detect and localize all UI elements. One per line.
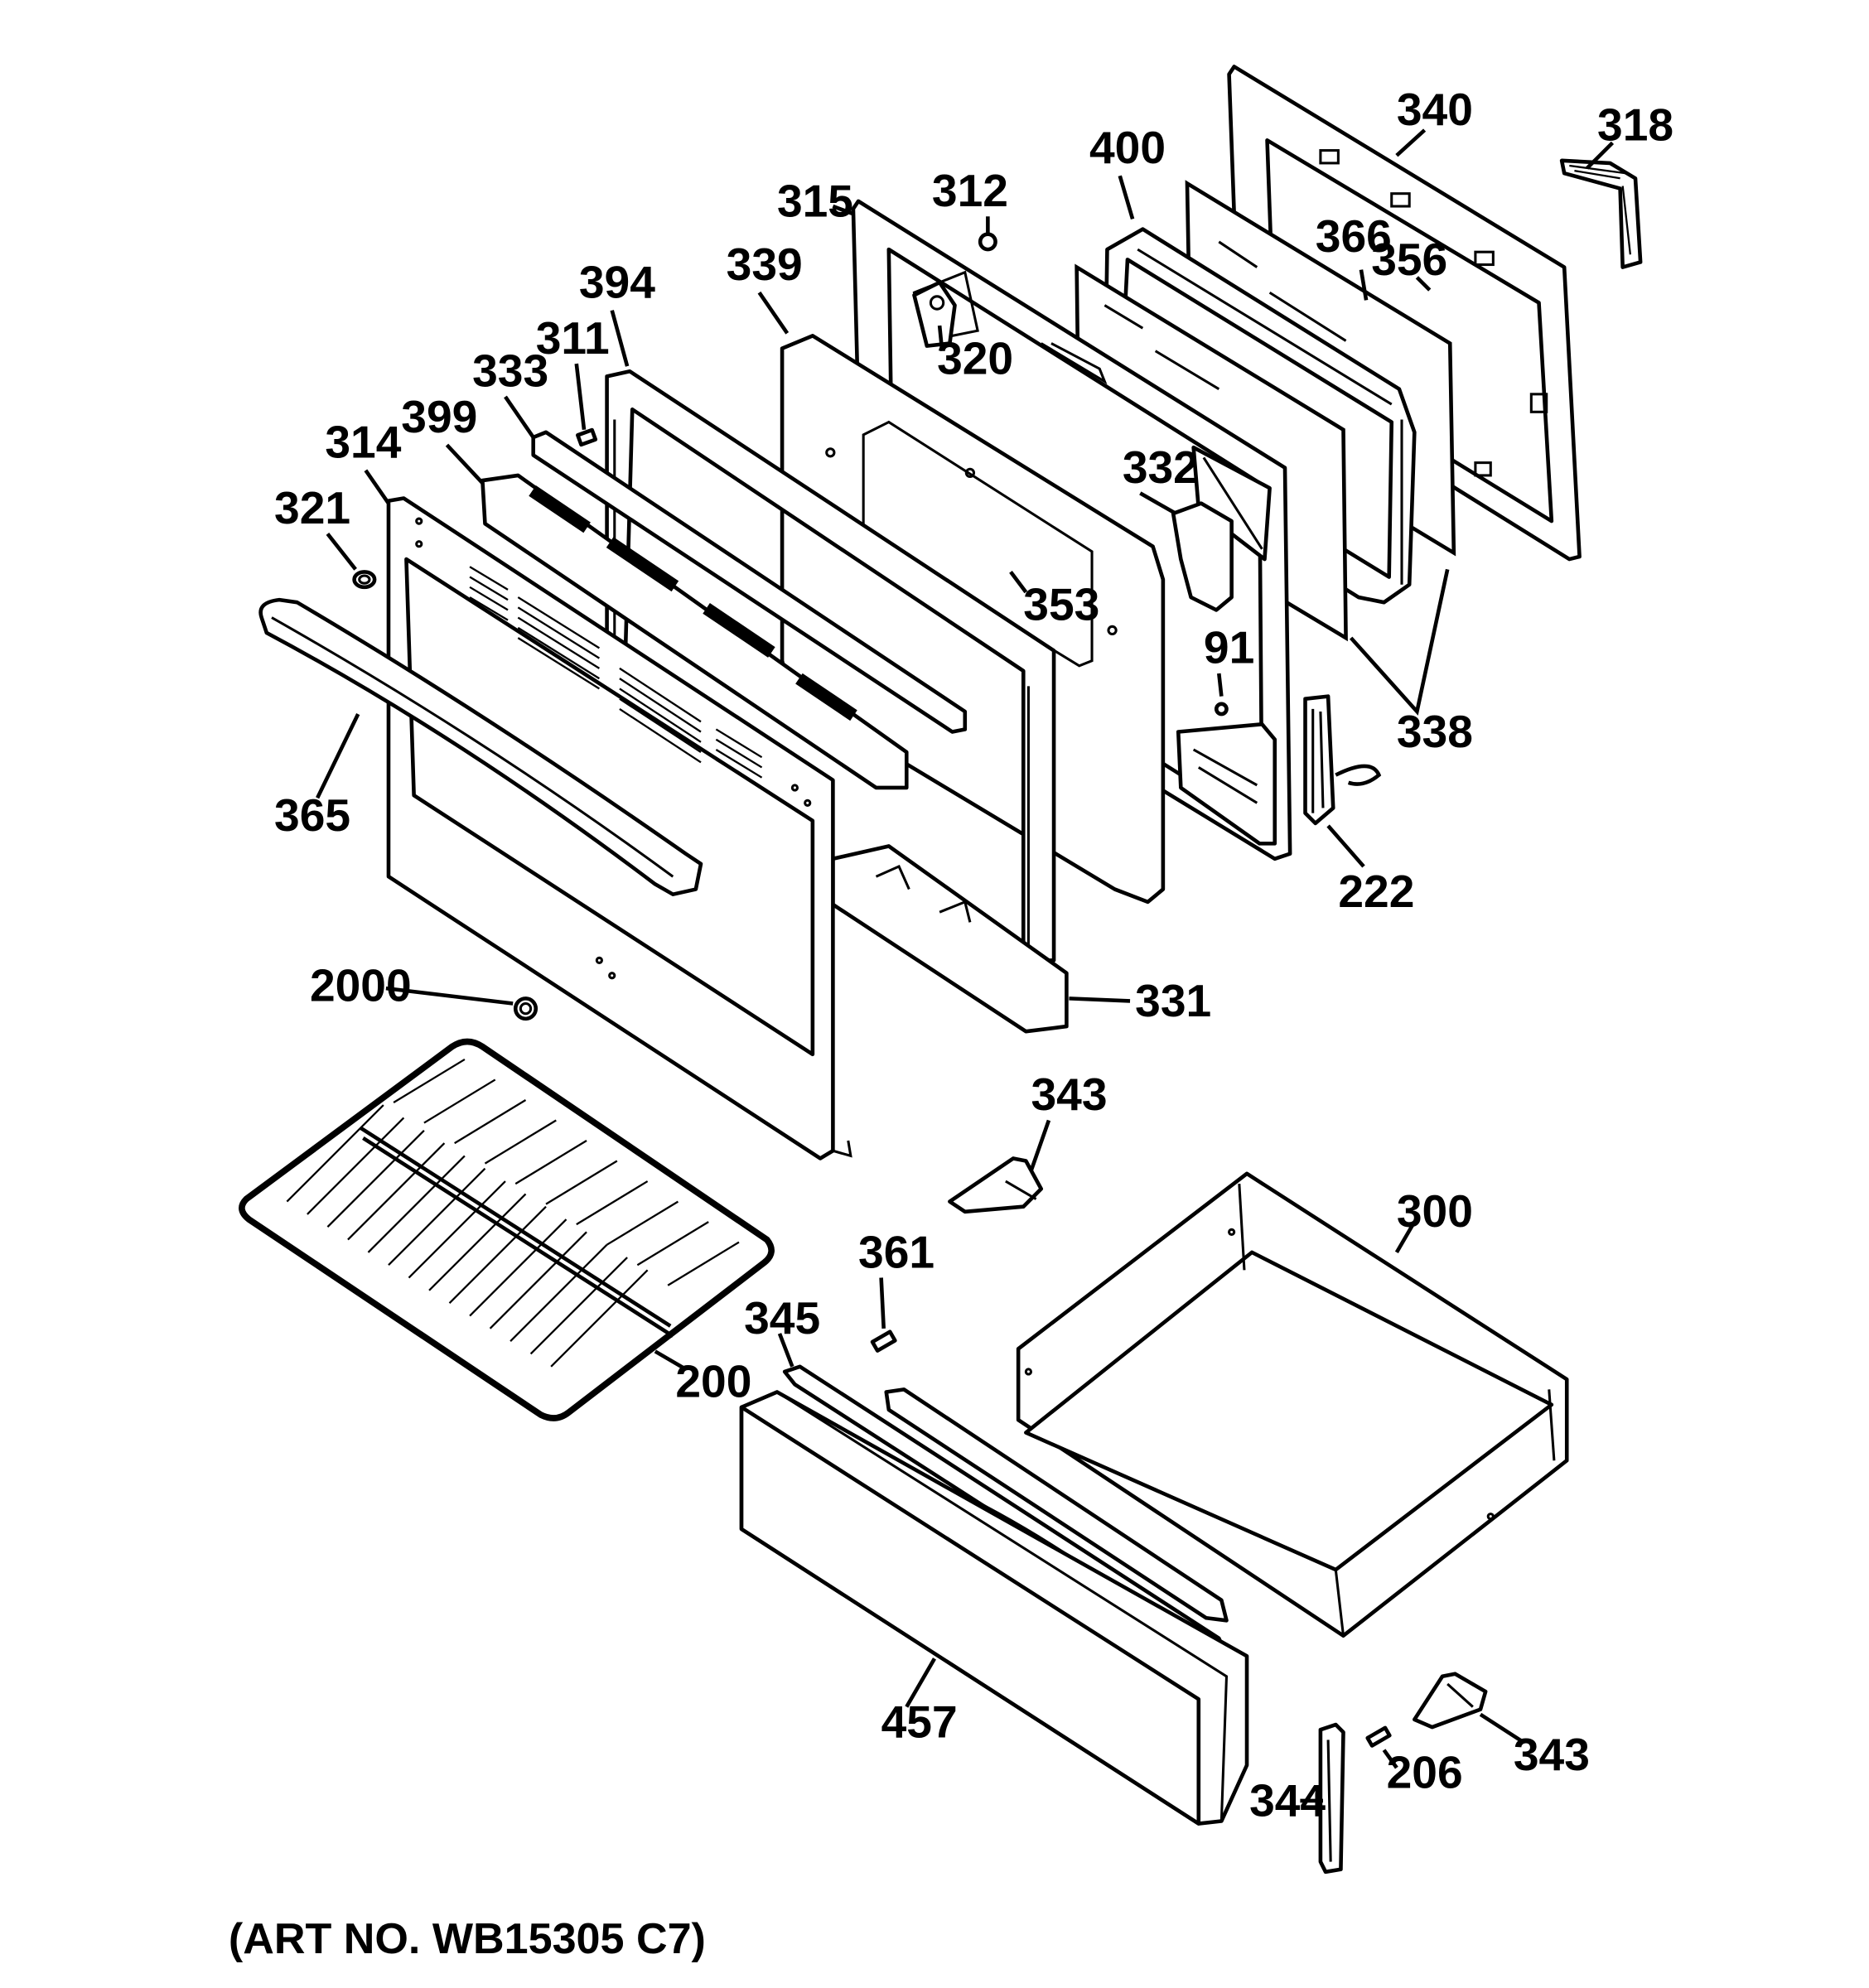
part-311-screw[interactable] [576, 427, 598, 447]
callout-333: 333 [472, 345, 548, 397]
callout-356: 356 [1371, 234, 1447, 285]
callout-311: 311 [536, 312, 610, 364]
part-91-screw[interactable] [1214, 702, 1229, 717]
part-344-drawer-rail[interactable] [1318, 1722, 1345, 1875]
callout-365: 365 [274, 789, 350, 841]
callout-318: 318 [1597, 99, 1673, 150]
part-343-slide-bracket-top[interactable] [948, 1156, 1044, 1214]
part-300-drawer[interactable] [1016, 1171, 1569, 1638]
callout-339: 339 [727, 239, 803, 290]
callout-200: 200 [675, 1356, 751, 1407]
callout-338: 338 [1397, 706, 1473, 757]
callout-353: 353 [1023, 579, 1099, 630]
callout-315: 315 [777, 175, 853, 226]
callout-344: 344 [1249, 1774, 1326, 1826]
callout-340: 340 [1397, 84, 1473, 135]
part-457-drawer-front[interactable] [739, 1390, 1249, 1826]
callout-331: 331 [1135, 975, 1211, 1026]
callout-361: 361 [858, 1226, 934, 1277]
callout-312: 312 [932, 165, 1008, 216]
callout-343-bottom: 343 [1514, 1729, 1590, 1780]
part-206-screw[interactable] [1365, 1725, 1392, 1748]
callout-320: 320 [937, 332, 1013, 384]
callout-343-top: 343 [1031, 1069, 1107, 1120]
part-332-vent-block[interactable] [1171, 501, 1234, 612]
callout-206: 206 [1387, 1747, 1463, 1798]
callout-366: 366 [1316, 210, 1392, 262]
callout-labels: 340 318 400 315 312 366 356 339 394 320 … [274, 84, 1673, 1826]
callout-345: 345 [744, 1292, 820, 1344]
part-318-gasket[interactable] [1559, 158, 1643, 269]
callout-457: 457 [881, 1696, 958, 1747]
callout-399: 399 [401, 391, 477, 442]
callout-314: 314 [325, 416, 401, 467]
part-222-hinge[interactable] [1303, 694, 1382, 826]
callout-321: 321 [274, 482, 350, 533]
part-312-nut[interactable] [978, 232, 997, 252]
callout-300: 300 [1397, 1185, 1473, 1237]
part-321-bumper[interactable] [352, 570, 377, 590]
part-320-hinge-bracket[interactable] [912, 280, 957, 348]
part-200-oven-rack[interactable] [239, 1038, 775, 1421]
part-333-strip[interactable] [531, 430, 968, 734]
part-361-screw[interactable] [870, 1329, 897, 1353]
callout-2000: 2000 [310, 959, 412, 1011]
part-399-vent-bracket[interactable] [481, 473, 909, 790]
callout-400: 400 [1089, 122, 1166, 173]
art-number: (ART NO. WB15305 C7) [229, 1915, 706, 1963]
leader-lines [316, 128, 1615, 1803]
door-bottom-channel [1176, 722, 1277, 846]
callout-91: 91 [1204, 622, 1254, 673]
callout-332: 332 [1123, 442, 1199, 493]
callout-394: 394 [579, 256, 655, 307]
part-365-handle[interactable] [258, 597, 703, 896]
part-343-slide-bracket-bottom[interactable] [1413, 1672, 1488, 1730]
part-2000-grommet[interactable] [513, 996, 538, 1021]
callout-222: 222 [1338, 866, 1414, 917]
